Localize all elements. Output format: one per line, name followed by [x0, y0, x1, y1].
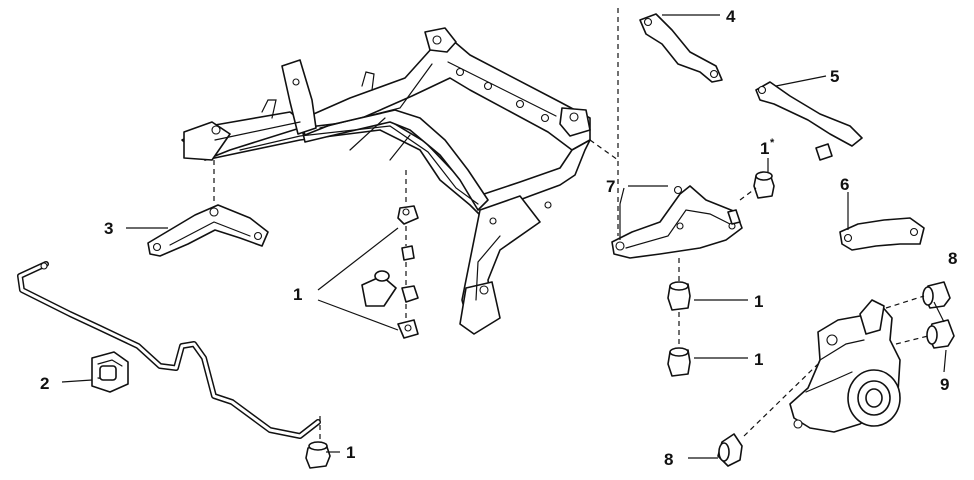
callout-1-subframe-a: 1 [293, 285, 302, 304]
callout-7: 7 [606, 177, 615, 196]
part-5-lateral-link [755, 81, 863, 161]
callout-1-bottom: 1 [346, 443, 355, 462]
part-8-bushing-top [922, 281, 951, 309]
part-2-stabilizer-bushing [91, 351, 129, 393]
assembly-dashed-lines [213, 8, 929, 442]
hub-knuckle-assembly [789, 299, 901, 433]
callout-5: 5 [830, 67, 839, 86]
callout-1-star: 1 [760, 139, 769, 158]
callout-6: 6 [840, 175, 849, 194]
callout-8-top: 8 [948, 249, 957, 268]
rear-subframe [181, 27, 591, 335]
part-4-upper-arm [639, 13, 723, 83]
callout-8-bottom: 8 [664, 450, 673, 469]
callout-leaders [61, 14, 947, 459]
part-3-bracket-plate [147, 204, 269, 257]
callout-labels: 1 3 2 1 4 5 1 * 6 7 1 1 8 9 8 [40, 7, 957, 469]
part-6-trailing-arm [839, 217, 925, 251]
subframe-mount-bushings [361, 205, 419, 339]
callout-1-star-mark: * [770, 137, 775, 149]
arm-bushings [305, 171, 775, 469]
part-7-lower-control-arm [611, 185, 743, 259]
callout-1-arm-a: 1 [754, 292, 763, 311]
callout-9: 9 [940, 375, 949, 394]
callout-3: 3 [104, 219, 113, 238]
callout-1-arm-b: 1 [754, 350, 763, 369]
callout-4: 4 [726, 7, 736, 26]
part-8-bushing-bottom [717, 433, 743, 467]
stabilizer-bar [17, 261, 321, 439]
callout-2: 2 [40, 374, 49, 393]
part-9-bushing [926, 319, 955, 349]
